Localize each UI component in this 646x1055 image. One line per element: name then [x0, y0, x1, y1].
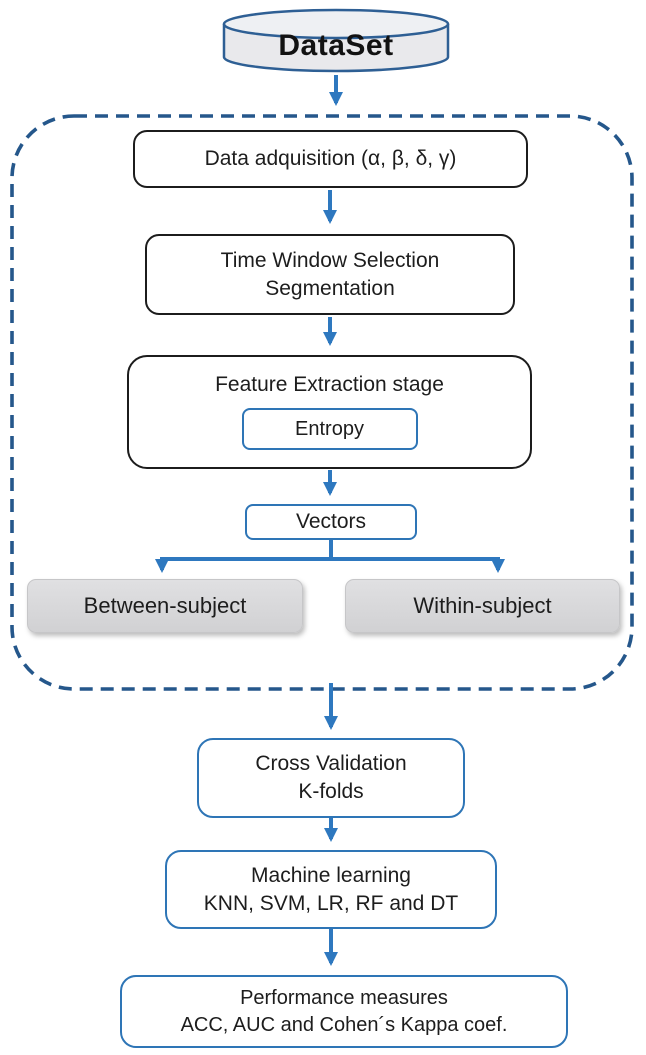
cross-validation-line1: Cross Validation [255, 752, 407, 776]
cross-validation-line2: K-folds [298, 780, 364, 803]
performance-measures-node: Performance measures ACC, AUC and Cohen´… [120, 975, 568, 1048]
vectors-node: Vectors [245, 504, 417, 540]
within-subject-label: Within-subject [413, 593, 552, 619]
performance-measures-line1: Performance measures [240, 987, 448, 1010]
arrow-split-to-between-subject [155, 557, 331, 573]
feature-extraction-label: Feature Extraction stage [215, 373, 444, 396]
arrow-split-to-within-subject [331, 557, 505, 573]
time-window-node: Time Window Selection Segmentation [145, 234, 515, 315]
between-subject-label: Between-subject [83, 593, 247, 619]
cross-validation-node: Cross Validation K-folds [197, 738, 465, 818]
dashed-pipeline-container [10, 114, 634, 691]
dataset-node-label: DataSet [278, 29, 394, 62]
time-window-line1: Time Window Selection [220, 248, 440, 272]
machine-learning-line1: Machine learning [251, 863, 411, 887]
within-subject-node: Within-subject [345, 579, 620, 633]
data-acquisition-node: Data adquisition (α, β, δ, γ) [133, 130, 528, 188]
performance-measures-line2: ACC, AUC and Cohen´s Kappa coef. [180, 1013, 508, 1036]
machine-learning-line2: KNN, SVM, LR, RF and DT [203, 891, 459, 915]
feature-extraction-node: Feature Extraction stage Entropy [127, 355, 532, 469]
entropy-node: Entropy [241, 407, 418, 450]
vectors-label: Vectors [295, 510, 367, 534]
entropy-label: Entropy [295, 417, 364, 440]
data-acquisition-label: Data adquisition (α, β, δ, γ) [204, 147, 457, 171]
database-cylinder-icon [222, 8, 450, 73]
machine-learning-node: Machine learning KNN, SVM, LR, RF and DT [165, 850, 497, 929]
time-window-line2: Segmentation [265, 276, 395, 300]
between-subject-node: Between-subject [27, 579, 303, 633]
